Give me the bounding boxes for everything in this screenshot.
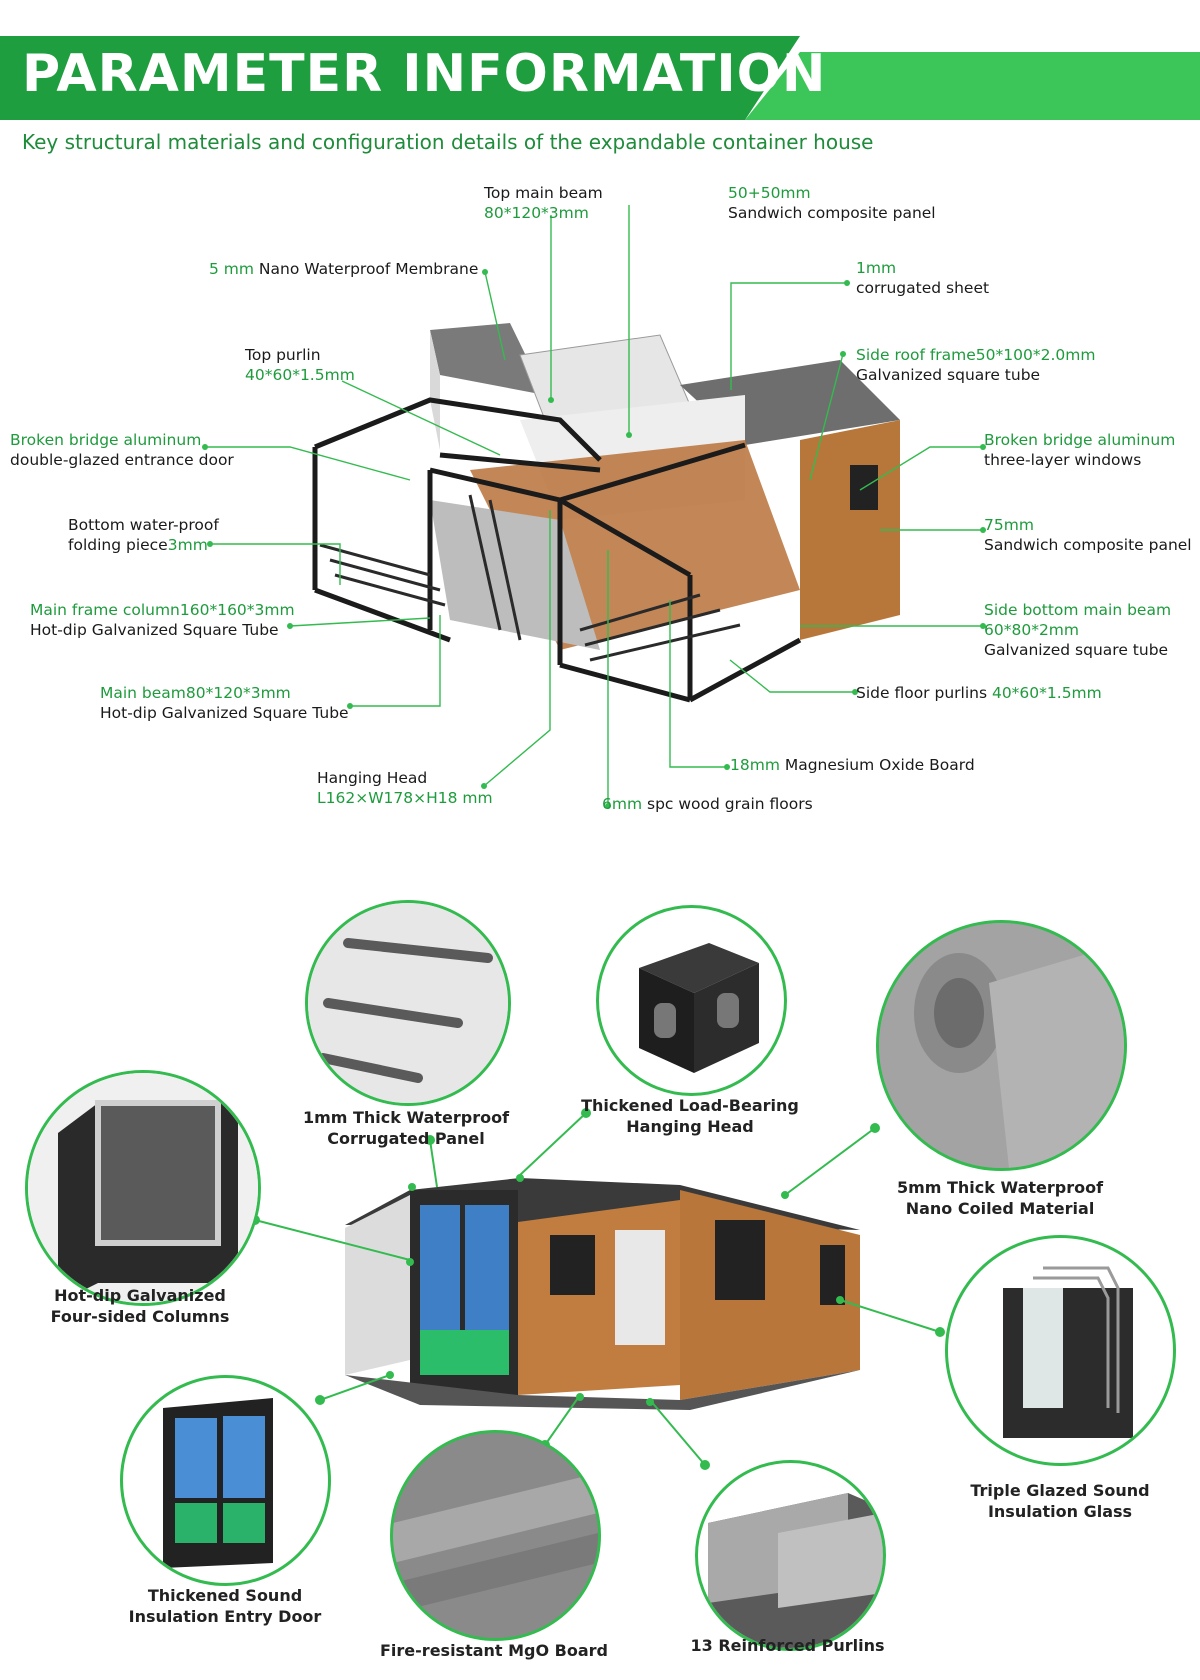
purlins-circle bbox=[695, 1460, 886, 1651]
feature-line2: Insulation Glass bbox=[987, 1502, 1133, 1521]
label-name: Hanging Head bbox=[317, 769, 428, 787]
label-name: Galvanized square tube bbox=[856, 366, 1041, 384]
label-name: Magnesium Oxide Board bbox=[779, 756, 975, 774]
purlins-image bbox=[708, 1493, 883, 1648]
feature-columns: Hot-dip Galvanized Four-sided Columns bbox=[30, 1285, 250, 1327]
feature-line2: Corrugated Panel bbox=[327, 1129, 485, 1148]
label-spec: 6mm bbox=[602, 795, 643, 813]
label-top-main-beam: Top main beam 80*120*3mm bbox=[484, 183, 603, 223]
label-name: Sandwich composite panel bbox=[728, 204, 936, 222]
label-name: corrugated sheet bbox=[856, 279, 990, 297]
label-name: Nano Waterproof Membrane bbox=[254, 260, 479, 278]
feature-line1: Hot-dip Galvanized bbox=[54, 1286, 226, 1305]
feature-line2: Four-sided Columns bbox=[50, 1307, 230, 1326]
feature-line1: 13 Reinforced Purlins bbox=[690, 1636, 885, 1655]
label-entrance-door: Broken bridge aluminum double-glazed ent… bbox=[10, 430, 234, 470]
corrugated-panel-image bbox=[308, 903, 508, 1103]
label-spec: 40*60*1.5mm bbox=[991, 684, 1102, 702]
feature-line1: Fire-resistant MgO Board bbox=[380, 1641, 608, 1660]
banner-shape bbox=[0, 36, 1200, 120]
label-spec: Main beam80*120*3mm bbox=[100, 684, 291, 702]
label-sandwich-side: 75mm Sandwich composite panel bbox=[984, 515, 1192, 555]
glass-image bbox=[1003, 1266, 1133, 1438]
label-name: Top main beam bbox=[484, 184, 603, 202]
columns-image bbox=[28, 1073, 258, 1303]
label-side-bottom-beam: Side bottom main beam 60*80*2mm Galvaniz… bbox=[984, 600, 1171, 660]
feature-glass: Triple Glazed Sound Insulation Glass bbox=[950, 1480, 1170, 1522]
feature-purlins: 13 Reinforced Purlins bbox=[680, 1635, 895, 1656]
label-spec: 18mm bbox=[730, 756, 780, 774]
label-name: Side floor purlins bbox=[856, 684, 992, 702]
feature-line2: Insulation Entry Door bbox=[128, 1607, 322, 1626]
label-mgo-board: 18mm Magnesium Oxide Board bbox=[730, 755, 975, 775]
label-spec: Side roof frame50*100*2.0mm bbox=[856, 346, 1096, 364]
label-spec2: 60*80*2mm bbox=[984, 621, 1080, 639]
label-spec: Broken bridge aluminum bbox=[984, 431, 1176, 449]
label-main-beam: Main beam80*120*3mm Hot-dip Galvanized S… bbox=[100, 683, 349, 723]
feature-line1: Thickened Sound bbox=[147, 1586, 303, 1605]
label-spec: L162×W178×H18 mm bbox=[317, 789, 493, 807]
label-name: three-layer windows bbox=[984, 451, 1142, 469]
label-folding-piece: Bottom water-proof folding piece3mm bbox=[68, 515, 219, 555]
feature-line1: Triple Glazed Sound bbox=[970, 1481, 1150, 1500]
mgo-image bbox=[393, 1433, 598, 1638]
label-frame-column: Main frame column160*160*3mm Hot-dip Gal… bbox=[30, 600, 295, 640]
hanging-head-image bbox=[639, 943, 759, 1073]
label-name: Bottom water-proof bbox=[68, 516, 219, 534]
label-spec: 1mm bbox=[856, 259, 897, 277]
label-side-roof: Side roof frame50*100*2.0mm Galvanized s… bbox=[856, 345, 1095, 385]
feature-line2: Nano Coiled Material bbox=[905, 1199, 1095, 1218]
label-spec: 3mm bbox=[167, 536, 208, 554]
page-title: PARAMETER INFORMATION bbox=[22, 44, 827, 104]
feature-hanging-head: Thickened Load-Bearing Hanging Head bbox=[580, 1095, 800, 1137]
header-banner bbox=[0, 36, 1200, 120]
label-top-purlin: Top purlin 40*60*1.5mm bbox=[245, 345, 355, 385]
label-spec: 75mm bbox=[984, 516, 1034, 534]
label-hanging-head: Hanging Head L162×W178×H18 mm bbox=[317, 768, 493, 808]
glass-circle bbox=[945, 1235, 1176, 1466]
feature-entry-door: Thickened Sound Insulation Entry Door bbox=[115, 1585, 335, 1627]
mgo-circle bbox=[390, 1430, 601, 1641]
house-frame-illustration bbox=[202, 205, 986, 809]
label-spec: Broken bridge aluminum bbox=[10, 431, 202, 449]
feature-mgo: Fire-resistant MgO Board bbox=[380, 1640, 608, 1661]
label-name: Sandwich composite panel bbox=[984, 536, 1192, 554]
label-name: double-glazed entrance door bbox=[10, 451, 234, 469]
label-spec: 40*60*1.5mm bbox=[245, 366, 355, 384]
label-name: Hot-dip Galvanized Square Tube bbox=[100, 704, 349, 722]
entry-door-image bbox=[163, 1398, 273, 1568]
label-spec: 5 mm bbox=[209, 260, 254, 278]
label-corrugated: 1mm corrugated sheet bbox=[856, 258, 989, 298]
label-name: spc wood grain floors bbox=[642, 795, 813, 813]
feature-line2: Hanging Head bbox=[626, 1117, 754, 1136]
label-spec: Main frame column160*160*3mm bbox=[30, 601, 295, 619]
feature-line1: 1mm Thick Waterproof bbox=[302, 1108, 510, 1127]
hanging-head-circle bbox=[596, 905, 787, 1096]
label-spec: Side bottom main beam bbox=[984, 601, 1172, 619]
nano-coil-image bbox=[879, 923, 1124, 1168]
entry-door-circle bbox=[120, 1375, 331, 1586]
label-spec: 80*120*3mm bbox=[484, 204, 589, 222]
label-floor-purlins: Side floor purlins 40*60*1.5mm bbox=[856, 683, 1102, 703]
label-name: Top purlin bbox=[245, 346, 321, 364]
label-windows: Broken bridge aluminum three-layer windo… bbox=[984, 430, 1175, 470]
label-name2: folding piece bbox=[68, 536, 168, 554]
columns-circle bbox=[25, 1070, 261, 1306]
feature-corrugated-panel: 1mm Thick Waterproof Corrugated Panel bbox=[300, 1107, 512, 1149]
label-spc-floor: 6mm spc wood grain floors bbox=[602, 794, 813, 814]
page-subtitle: Key structural materials and configurati… bbox=[22, 130, 874, 154]
label-name: Galvanized square tube bbox=[984, 641, 1169, 659]
feature-line1: 5mm Thick Waterproof bbox=[896, 1178, 1104, 1197]
feature-line1: Thickened Load-Bearing bbox=[581, 1096, 799, 1115]
label-membrane: 5 mm Nano Waterproof Membrane bbox=[209, 259, 478, 279]
label-name: Hot-dip Galvanized Square Tube bbox=[30, 621, 279, 639]
feature-nano-coil: 5mm Thick Waterproof Nano Coiled Materia… bbox=[890, 1177, 1110, 1219]
label-sandwich-top: 50+50mm Sandwich composite panel bbox=[728, 183, 936, 223]
label-spec: 50+50mm bbox=[728, 184, 811, 202]
nano-coil-circle bbox=[876, 920, 1127, 1171]
corrugated-panel-circle bbox=[305, 900, 511, 1106]
